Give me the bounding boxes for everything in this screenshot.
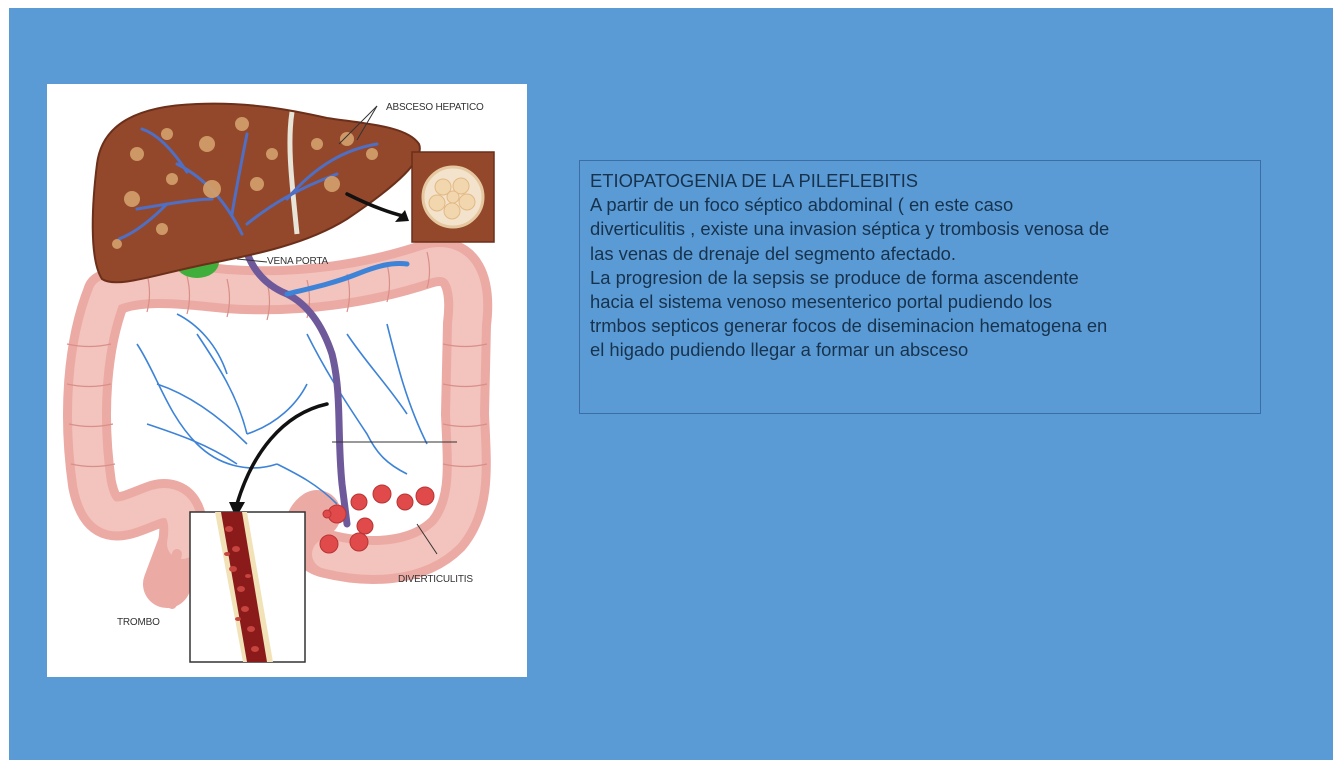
description-line: hacia el sistema venoso mesenterico port… (590, 290, 1250, 314)
description-line: las venas de drenaje del segmento afecta… (590, 242, 1250, 266)
label-vena-porta: VENA PORTA (267, 256, 328, 267)
thrombus-inset (190, 512, 305, 662)
description-line: A partir de un foco séptico abdominal ( … (590, 193, 1250, 217)
description-line: La progresion de la sepsis se produce de… (590, 266, 1250, 290)
description-title: ETIOPATOGENIA DE LA PILEFLEBITIS (590, 169, 1250, 193)
anatomy-illustration (47, 84, 527, 677)
anatomy-figure: ABSCESO HEPATICO VENA PORTA DIVERTICULIT… (47, 84, 527, 677)
label-absceso-hepatico: ABSCESO HEPATICO (386, 102, 484, 113)
description-textbox: ETIOPATOGENIA DE LA PILEFLEBITIS A parti… (579, 160, 1261, 414)
label-diverticulitis: DIVERTICULITIS (398, 574, 473, 585)
label-trombo: TROMBO (117, 617, 160, 628)
mesenteric-vessels (137, 314, 427, 504)
description-line: diverticulitis , existe una invasion sép… (590, 217, 1250, 241)
description-line: el higado pudiendo llegar a formar un ab… (590, 338, 1250, 362)
description-line: trmbos septicos generar focos de disemin… (590, 314, 1250, 338)
abscess-inset (412, 152, 494, 242)
